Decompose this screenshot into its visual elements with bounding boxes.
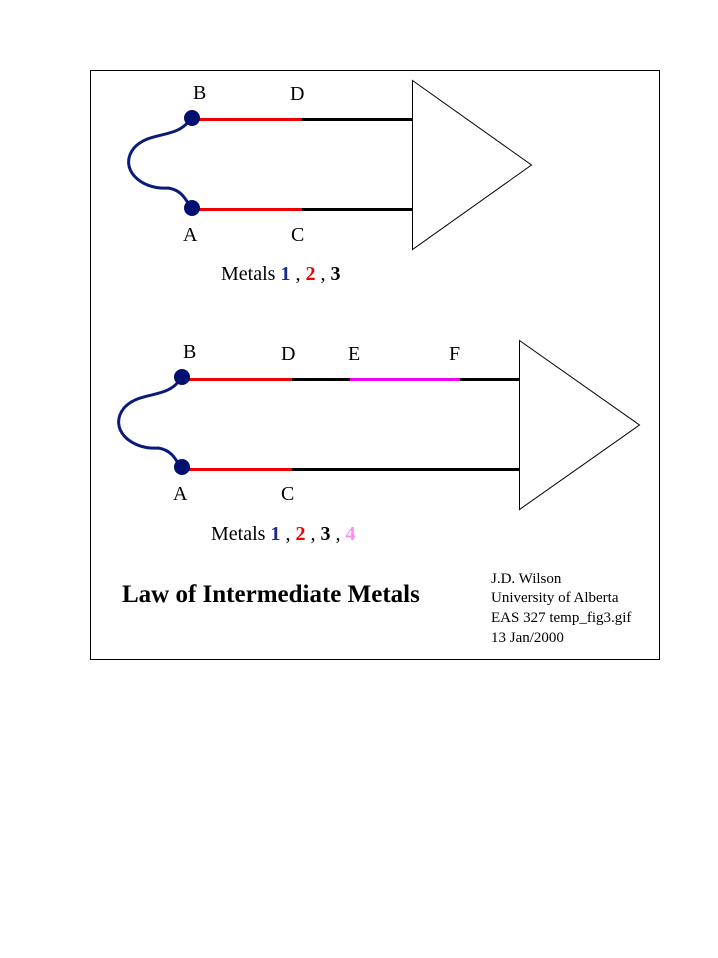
metal-3-label: 3 bbox=[330, 263, 340, 285]
meter-triangle bbox=[519, 339, 641, 511]
metal-2-label: 2 bbox=[305, 263, 315, 285]
junction-dot-a bbox=[184, 200, 200, 216]
metals-legend-bottom: Metals 1 , 2 , 3 , 4 bbox=[211, 523, 355, 545]
metals-legend-top: Metals 1 , 2 , 3 bbox=[221, 263, 340, 285]
label-e: E bbox=[348, 343, 360, 365]
junction-dot-b bbox=[184, 110, 200, 126]
junction-wire-metal-1 bbox=[127, 117, 193, 209]
label-c: C bbox=[281, 483, 294, 505]
metal-sep: , bbox=[335, 523, 340, 545]
metals-prefix: Metals bbox=[221, 263, 276, 285]
figure-frame bbox=[90, 70, 660, 660]
junction-dot-a bbox=[174, 459, 190, 475]
figure-title: Law of Intermediate Metals bbox=[122, 581, 420, 608]
label-b: B bbox=[183, 341, 196, 363]
metal-sep: , bbox=[310, 523, 315, 545]
junction-wire-metal-1 bbox=[117, 377, 183, 469]
label-d: D bbox=[290, 83, 304, 105]
credit-line: J.D. Wilson bbox=[491, 571, 562, 587]
metal-sep: , bbox=[285, 523, 290, 545]
label-f: F bbox=[449, 343, 460, 365]
label-a: A bbox=[173, 483, 188, 505]
label-a: A bbox=[183, 224, 198, 246]
label-d: D bbox=[281, 343, 295, 365]
metal-sep: , bbox=[320, 263, 325, 285]
metal-sep: , bbox=[295, 263, 300, 285]
metal-4-label: 4 bbox=[345, 523, 355, 545]
credit-line: EAS 327 temp_fig3.gif bbox=[491, 610, 631, 626]
label-b: B bbox=[193, 82, 206, 104]
metal-2-label: 2 bbox=[295, 523, 305, 545]
credit-line: University of Alberta bbox=[491, 590, 619, 606]
credits-block: J.D. Wilson University of Alberta EAS 32… bbox=[491, 571, 631, 646]
meter-triangle bbox=[412, 79, 533, 251]
diagram-top: B D A C Metals 1 , 2 , 3 bbox=[127, 79, 533, 285]
credit-line: 13 Jan/2000 bbox=[491, 630, 564, 646]
junction-dot-b bbox=[174, 369, 190, 385]
metals-prefix: Metals bbox=[211, 523, 266, 545]
metal-3-label: 3 bbox=[320, 523, 330, 545]
label-c: C bbox=[291, 224, 304, 246]
diagram-bottom: B D E F A C Metals 1 , 2 , 3 , 4 bbox=[117, 339, 641, 545]
metal-1-label: 1 bbox=[280, 263, 290, 285]
metal-1-label: 1 bbox=[270, 523, 280, 545]
